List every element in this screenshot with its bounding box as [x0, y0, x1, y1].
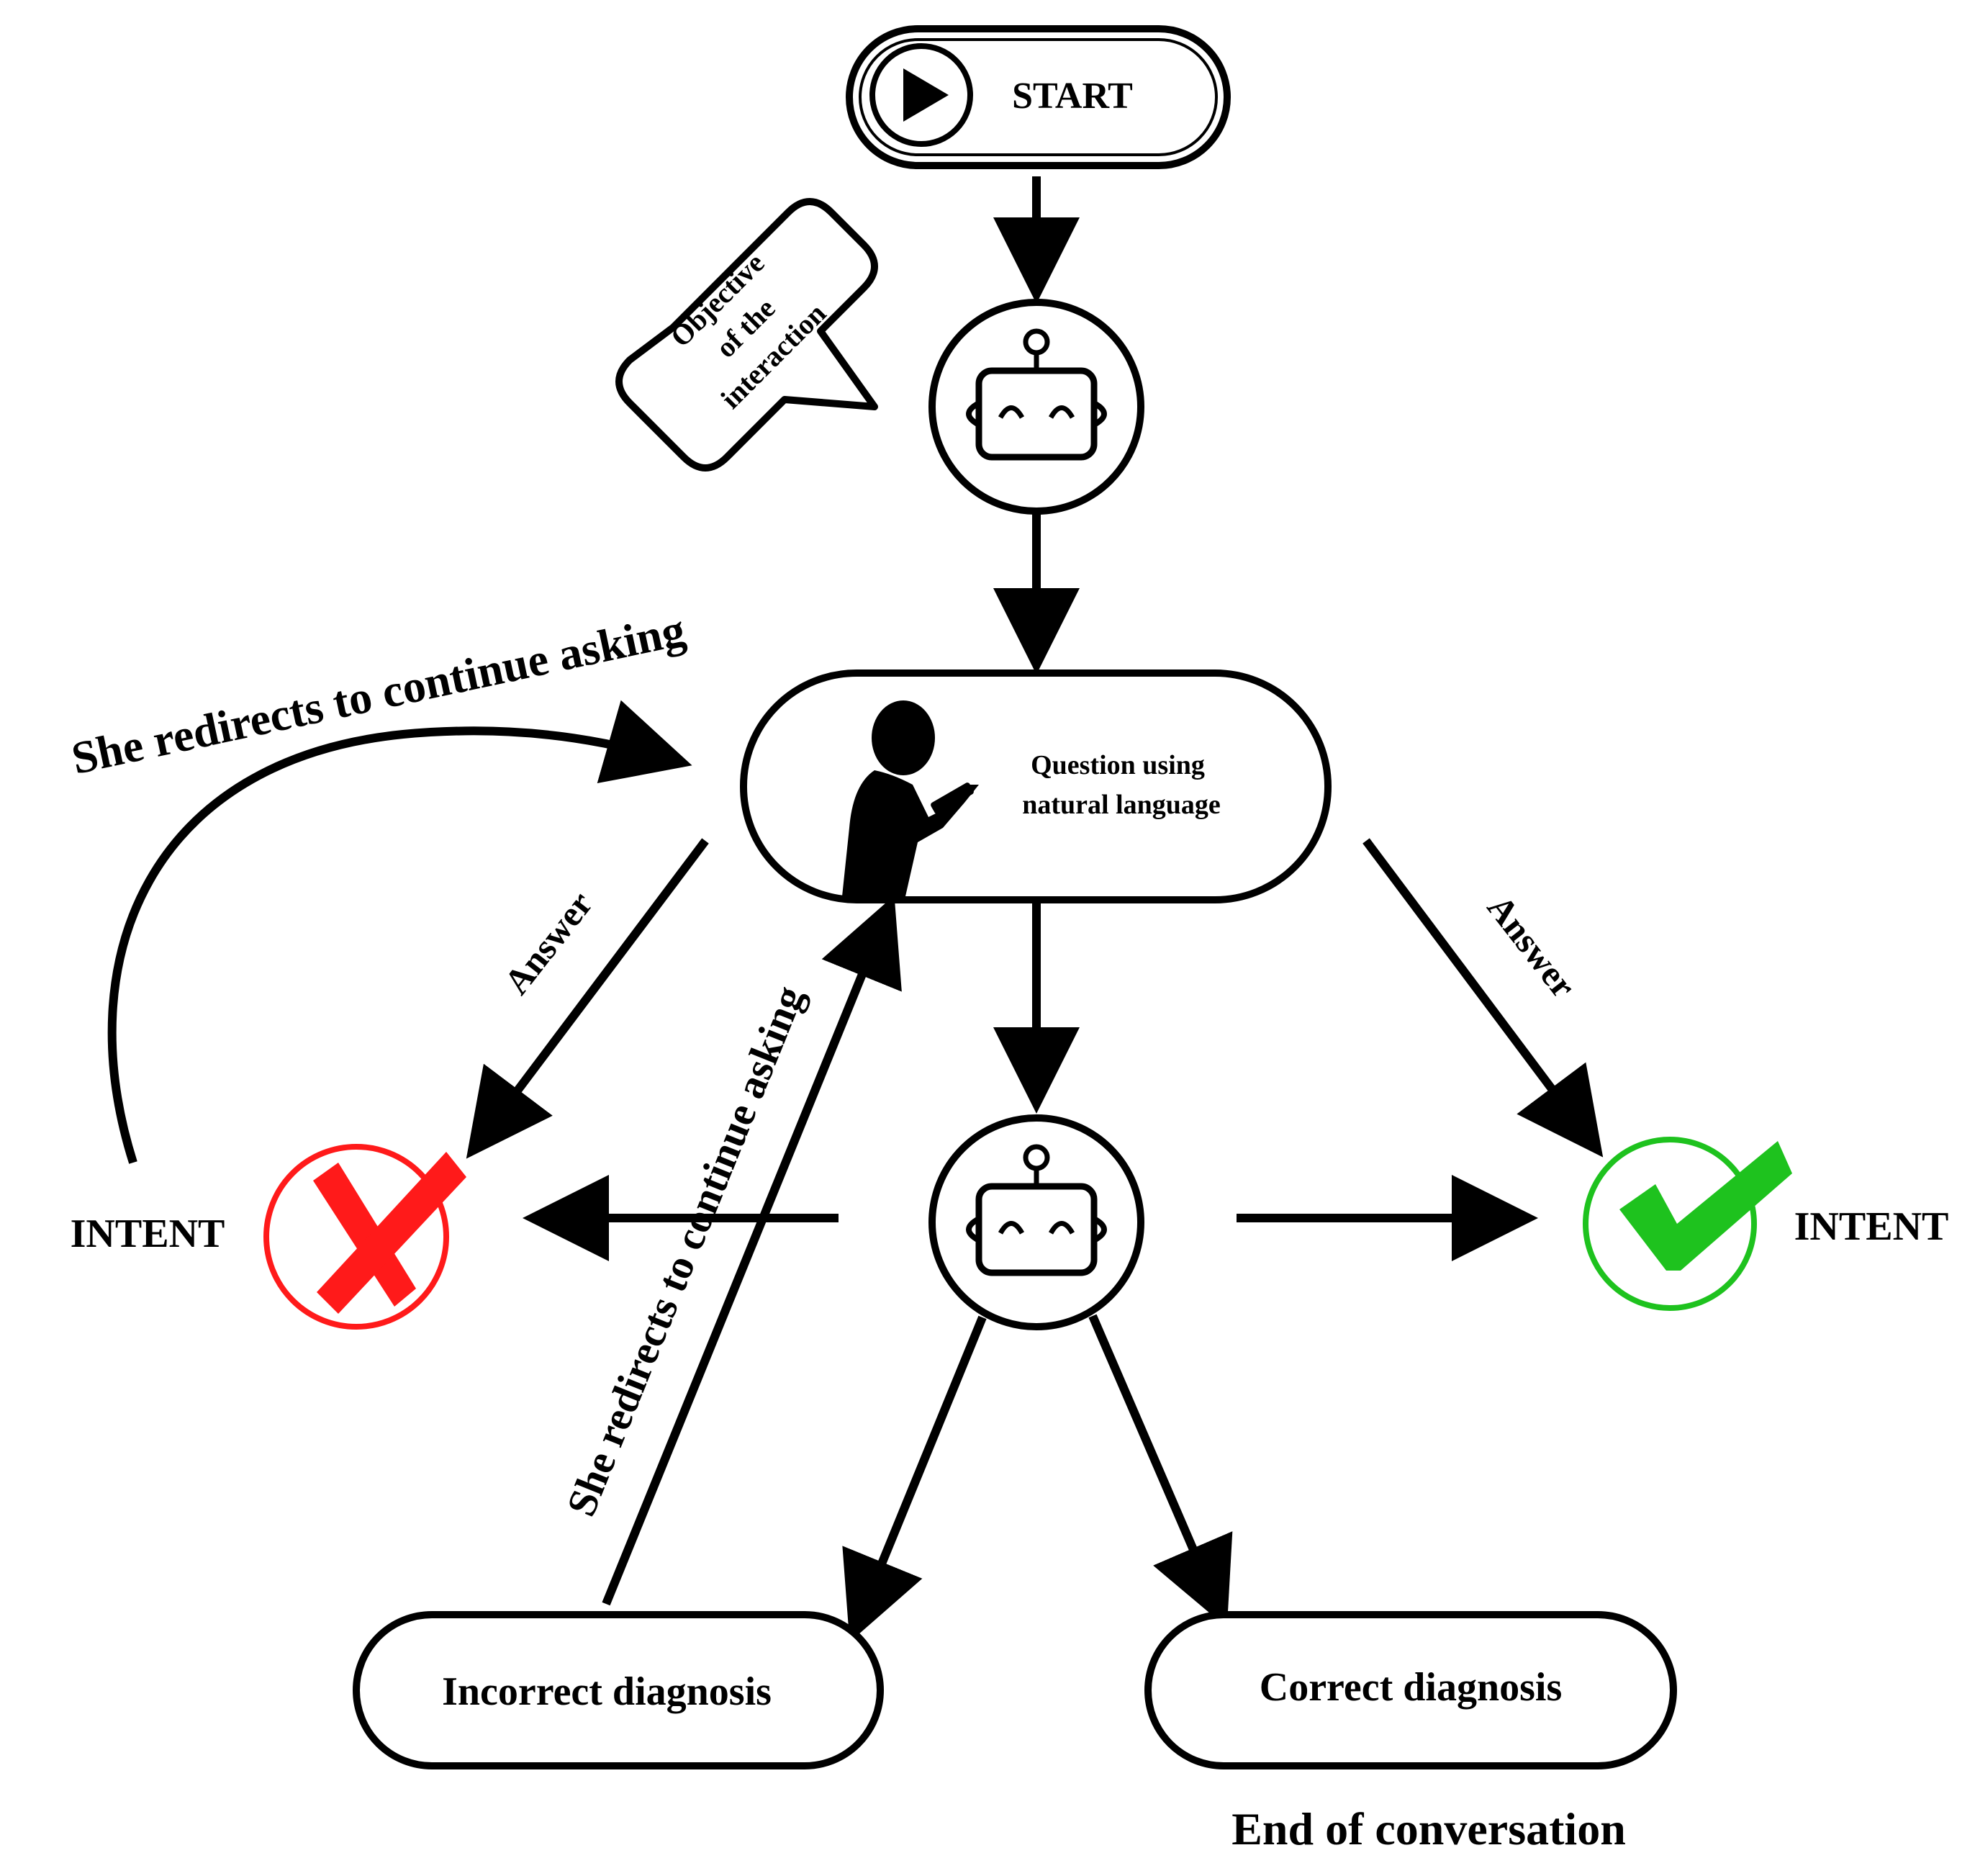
speech-bubble: Objective of the interaction	[615, 198, 878, 472]
incorrect-diagnosis-node: Incorrect diagnosis	[353, 1611, 884, 1769]
green-check-icon	[1583, 1137, 1792, 1311]
red-cross-icon	[263, 1144, 466, 1330]
arrow-robot-to-correct	[1088, 1314, 1233, 1628]
arrow-incorrect-to-question	[602, 895, 902, 1606]
intent-left-label: INTENT	[71, 1212, 225, 1256]
question-line-2: natural language	[1022, 790, 1221, 820]
redirect-top-label: She redirects to continue asking	[67, 604, 690, 784]
redirect-diag-label: She redirects to continue asking	[557, 980, 813, 1523]
arrow-robot-to-incorrect	[842, 1315, 987, 1643]
person-with-phone-icon	[842, 700, 979, 896]
start-node: START	[846, 25, 1231, 169]
arrow-answer-right	[1362, 838, 1604, 1158]
robot-icon	[928, 299, 1144, 515]
question-line-1: Question using	[1031, 750, 1205, 780]
question-node: Question using natural language	[740, 669, 1332, 903]
robot-icon	[928, 1114, 1144, 1330]
end-label: End of conversation	[1231, 1803, 1626, 1854]
answer-right-label: Answer	[1480, 888, 1584, 1006]
correct-diagnosis-node: Correct diagnosis	[1144, 1611, 1677, 1769]
start-label: START	[1012, 76, 1133, 117]
intent-right-label: INTENT	[1794, 1204, 1949, 1249]
incorrect-label: Incorrect diagnosis	[442, 1669, 772, 1714]
correct-label: Correct diagnosis	[1260, 1665, 1563, 1710]
arrow-answer-left	[466, 838, 709, 1159]
answer-left-label: Answer	[496, 884, 600, 1002]
arrow-loop-redirect	[107, 700, 692, 1164]
play-icon	[869, 43, 973, 147]
